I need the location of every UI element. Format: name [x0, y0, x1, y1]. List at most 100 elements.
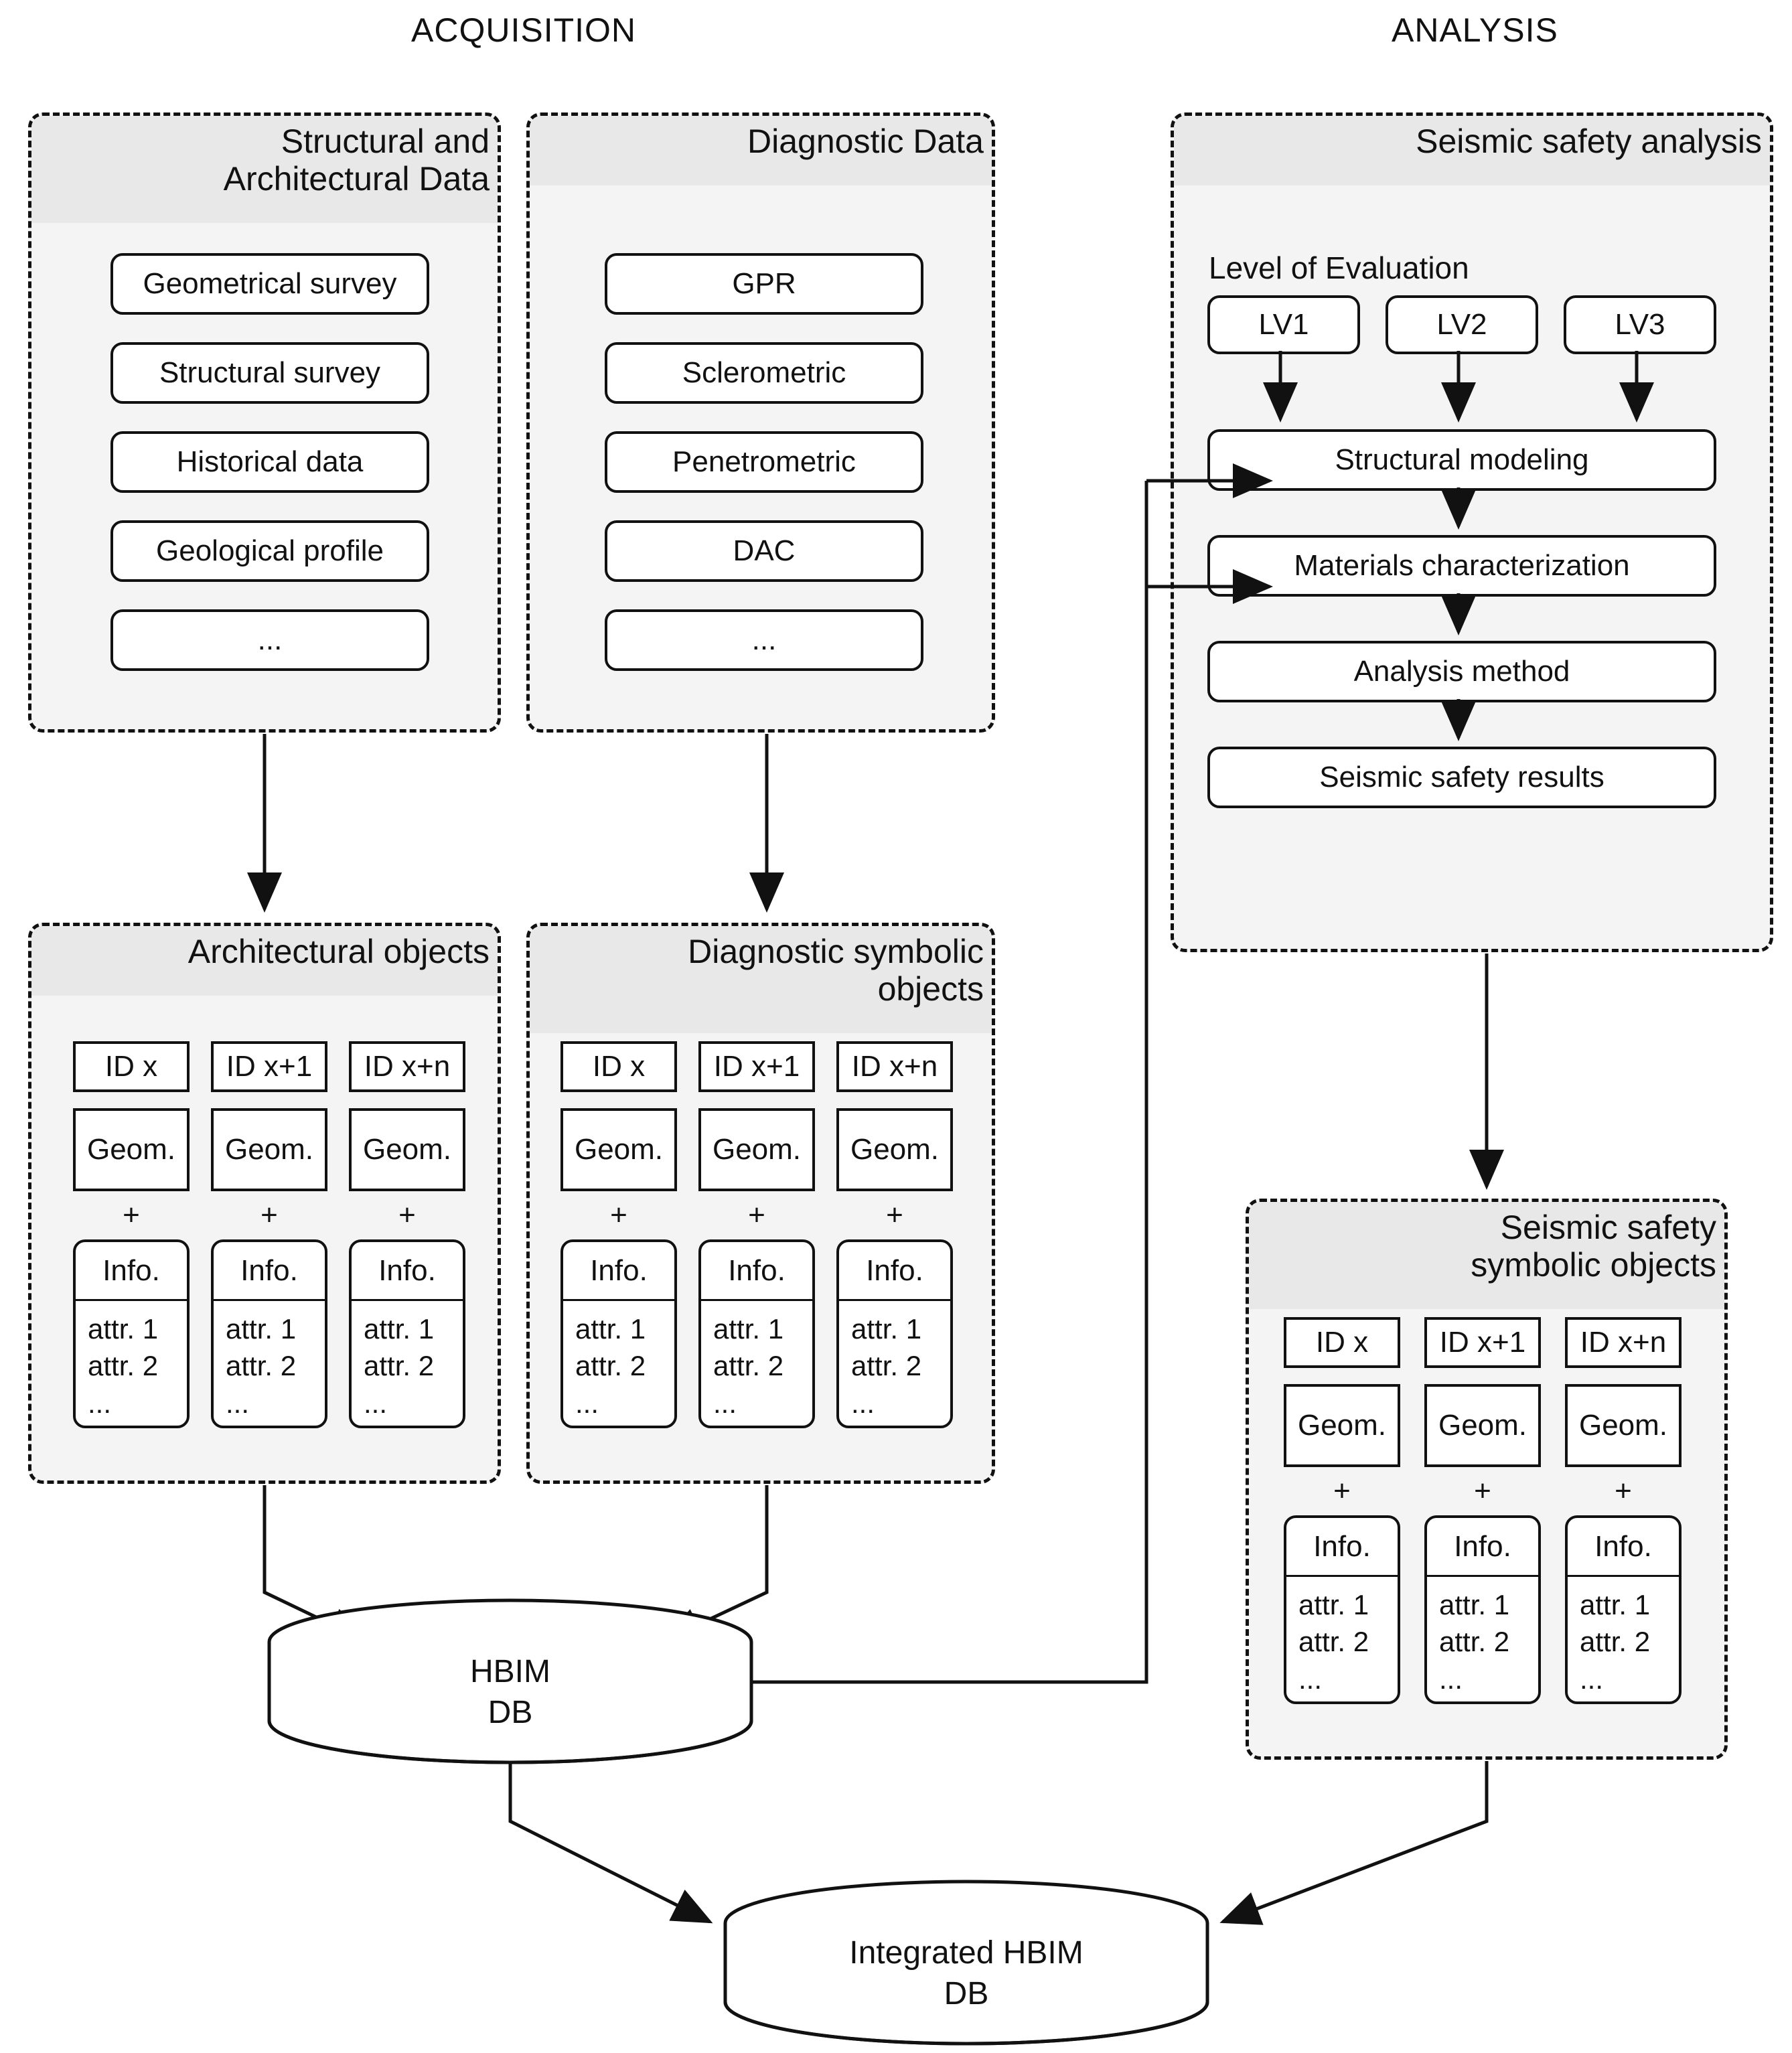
object-attrs: attr. 1 attr. 2 ...	[1427, 1577, 1538, 1697]
object-plus: +	[123, 1199, 140, 1231]
object-info-card[interactable]: Info. attr. 1 attr. 2 ...	[836, 1239, 953, 1428]
object-attrs: attr. 1 attr. 2 ...	[563, 1301, 674, 1422]
step-materials-characterization[interactable]: Materials characterization	[1207, 535, 1716, 597]
attr-1: attr. 1	[1298, 1589, 1369, 1620]
object-attrs: attr. 1 attr. 2 ...	[1286, 1577, 1398, 1697]
item-more[interactable]: ...	[605, 609, 923, 671]
attr-more: ...	[364, 1387, 388, 1419]
attr-2: attr. 2	[575, 1350, 646, 1382]
object-attrs: attr. 1 attr. 2 ...	[839, 1301, 950, 1422]
object-geom[interactable]: Geom.	[698, 1108, 815, 1191]
object-id[interactable]: ID x+n	[836, 1041, 953, 1092]
object-plus: +	[398, 1199, 416, 1231]
attr-more: ...	[1298, 1663, 1323, 1695]
panel-architectural-objects: Architectural objects ID x Geom. + Info.…	[28, 923, 501, 1484]
panel-header: Seismic safety symbolic objects	[1249, 1202, 1724, 1309]
object-id[interactable]: ID x	[561, 1041, 677, 1092]
object-info-card[interactable]: Info. attr. 1 attr. 2 ...	[561, 1239, 677, 1428]
attr-2: attr. 2	[1439, 1626, 1510, 1658]
object-geom[interactable]: Geom.	[836, 1108, 953, 1191]
object-info-card[interactable]: Info. attr. 1 attr. 2 ...	[1284, 1515, 1400, 1704]
item-more[interactable]: ...	[110, 609, 429, 671]
attr-more: ...	[851, 1387, 875, 1419]
edge-diagnostic-objects-to-hbim	[661, 1485, 769, 1643]
panel-title: Structural and Architectural Data	[223, 123, 490, 198]
object-info-card[interactable]: Info. attr. 1 attr. 2 ...	[349, 1239, 465, 1428]
object-geom[interactable]: Geom.	[1424, 1384, 1541, 1467]
object-attrs: attr. 1 attr. 2 ...	[352, 1301, 463, 1422]
object-id[interactable]: ID x+n	[349, 1041, 465, 1092]
object-id[interactable]: ID x	[1284, 1317, 1400, 1368]
attr-more: ...	[575, 1387, 599, 1419]
step-analysis-method[interactable]: Analysis method	[1207, 641, 1716, 702]
object-info-title: Info.	[76, 1242, 187, 1301]
object-geom[interactable]: Geom.	[73, 1108, 190, 1191]
item-historical-data[interactable]: Historical data	[110, 431, 429, 493]
hbim-db-label: HBIM DB	[470, 1654, 550, 1731]
attr-1: attr. 1	[713, 1313, 784, 1345]
object-info-title: Info.	[1427, 1518, 1538, 1577]
object-id[interactable]: ID x+1	[211, 1041, 327, 1092]
object-attrs: attr. 1 attr. 2 ...	[1568, 1577, 1679, 1697]
object-info-card[interactable]: Info. attr. 1 attr. 2 ...	[698, 1239, 815, 1428]
panel-seismic-safety-analysis: Seismic safety analysis Level of Evaluat…	[1171, 112, 1773, 952]
item-geological-profile[interactable]: Geological profile	[110, 520, 429, 582]
attr-more: ...	[1580, 1663, 1604, 1695]
item-sclerometric[interactable]: Sclerometric	[605, 342, 923, 404]
panel-header: Structural and Architectural Data	[31, 116, 498, 223]
object-info-title: Info.	[701, 1242, 812, 1301]
item-penetrometric[interactable]: Penetrometric	[605, 431, 923, 493]
attr-1: attr. 1	[1580, 1589, 1651, 1620]
panel-title: Diagnostic Data	[747, 123, 984, 160]
panel-seismic-safety-symbolic-objects: Seismic safety symbolic objects ID x Geo…	[1246, 1199, 1728, 1760]
attr-1: attr. 1	[1439, 1589, 1510, 1620]
object-geom[interactable]: Geom.	[1565, 1384, 1682, 1467]
attr-2: attr. 2	[713, 1350, 784, 1382]
attr-2: attr. 2	[88, 1350, 159, 1382]
object-id[interactable]: ID x+1	[1424, 1317, 1541, 1368]
section-title-acquisition: ACQUISITION	[411, 11, 637, 49]
edge-hbim-to-integrated-hbim	[508, 1753, 713, 1924]
object-info-card[interactable]: Info. attr. 1 attr. 2 ...	[211, 1239, 327, 1428]
object-info-title: Info.	[839, 1242, 950, 1301]
object-attrs: attr. 1 attr. 2 ...	[701, 1301, 812, 1422]
item-geometrical-survey[interactable]: Geometrical survey	[110, 253, 429, 315]
item-gpr[interactable]: GPR	[605, 253, 923, 315]
panel-title: Seismic safety symbolic objects	[1471, 1209, 1716, 1284]
object-plus: +	[748, 1199, 765, 1231]
object-plus: +	[1474, 1474, 1491, 1507]
object-info-card[interactable]: Info. attr. 1 attr. 2 ...	[73, 1239, 190, 1428]
level-lv1[interactable]: LV1	[1207, 295, 1360, 354]
panel-title: Architectural objects	[188, 933, 490, 970]
step-structural-modeling[interactable]: Structural modeling	[1207, 429, 1716, 491]
attr-2: attr. 2	[364, 1350, 435, 1382]
level-lv3[interactable]: LV3	[1564, 295, 1716, 354]
object-info-title: Info.	[214, 1242, 325, 1301]
panel-structural-architectural-data: Structural and Architectural Data Geomet…	[28, 112, 501, 733]
object-geom[interactable]: Geom.	[349, 1108, 465, 1191]
item-dac[interactable]: DAC	[605, 520, 923, 582]
level-lv2[interactable]: LV2	[1386, 295, 1538, 354]
object-attrs: attr. 1 attr. 2 ...	[76, 1301, 187, 1422]
object-id[interactable]: ID x	[73, 1041, 190, 1092]
item-structural-survey[interactable]: Structural survey	[110, 342, 429, 404]
object-info-card[interactable]: Info. attr. 1 attr. 2 ...	[1424, 1515, 1541, 1704]
object-id[interactable]: ID x+1	[698, 1041, 815, 1092]
object-id[interactable]: ID x+n	[1565, 1317, 1682, 1368]
object-plus: +	[1333, 1474, 1351, 1507]
panel-diagnostic-symbolic-objects: Diagnostic symbolic objects ID x Geom. +…	[526, 923, 995, 1484]
panel-header: Architectural objects	[31, 926, 498, 996]
object-geom[interactable]: Geom.	[1284, 1384, 1400, 1467]
object-info-title: Info.	[563, 1242, 674, 1301]
attr-2: attr. 2	[1580, 1626, 1651, 1658]
panel-header: Seismic safety analysis	[1174, 116, 1770, 185]
object-geom[interactable]: Geom.	[211, 1108, 327, 1191]
step-seismic-safety-results[interactable]: Seismic safety results	[1207, 747, 1716, 808]
object-info-card[interactable]: Info. attr. 1 attr. 2 ...	[1565, 1515, 1682, 1704]
panel-header: Diagnostic Data	[530, 116, 992, 185]
attr-more: ...	[1439, 1663, 1463, 1695]
attr-2: attr. 2	[226, 1350, 297, 1382]
object-geom[interactable]: Geom.	[561, 1108, 677, 1191]
edge-architectural-objects-to-hbim	[263, 1485, 368, 1643]
